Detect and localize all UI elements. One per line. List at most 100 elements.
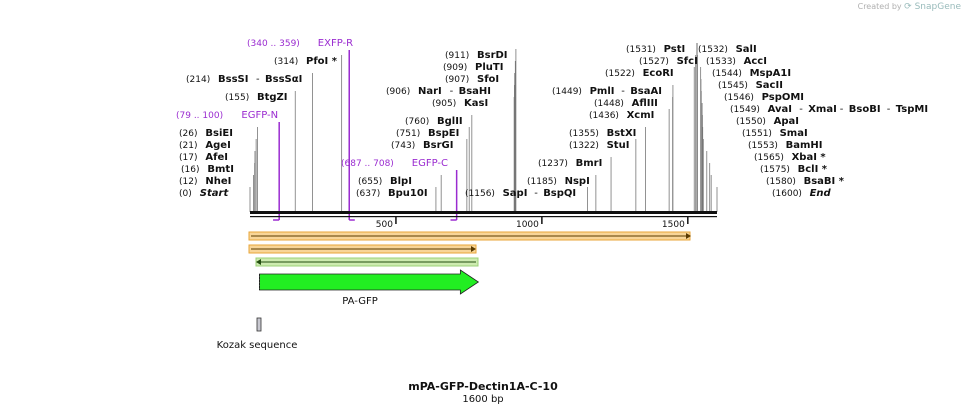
site-position: (21) xyxy=(179,141,197,151)
site-separator: - xyxy=(256,74,260,85)
enzyme-name: PluTI xyxy=(475,62,503,73)
enzyme-name: SacII xyxy=(756,80,783,91)
site-separator: - xyxy=(534,188,538,199)
enzyme-name: BsiEI xyxy=(205,128,233,139)
enzyme-name: XcmI xyxy=(627,110,655,121)
site-position: (1531) xyxy=(626,45,656,55)
site-separator: - xyxy=(840,104,844,115)
site-position: (911) xyxy=(445,51,469,61)
enzyme-name: PfoI * xyxy=(306,56,338,67)
enzyme-name: Bpu10I xyxy=(388,188,428,199)
site-position: (1436) xyxy=(589,111,619,121)
kozak-label: Kozak sequence xyxy=(217,340,298,351)
site-position: (1527) xyxy=(639,57,669,67)
enzyme-name: AflIII xyxy=(632,98,658,109)
enzyme-name: SalI xyxy=(736,44,757,55)
enzyme-name: Start xyxy=(200,188,230,199)
site-position: (1185) xyxy=(527,177,557,187)
enzyme-name: BmrI xyxy=(576,158,603,169)
site-separator: - xyxy=(450,86,454,97)
enzyme-name: XbaI * xyxy=(792,152,827,163)
snapgene-credit: Created by ⟳ SnapGene xyxy=(858,2,961,12)
backbone-strand xyxy=(250,216,717,218)
site-position: (1551) xyxy=(742,129,772,139)
site-position: (655) xyxy=(358,177,382,187)
site-separator: - xyxy=(621,86,625,97)
site-position: (1600) xyxy=(772,189,802,199)
site-position: (906) xyxy=(386,87,410,97)
site-position: (909) xyxy=(443,63,467,73)
primer-position: (79 .. 100) xyxy=(176,111,223,121)
site-position: (1565) xyxy=(754,153,784,163)
site-position: (314) xyxy=(274,57,298,67)
site-separator: - xyxy=(887,104,891,115)
site-position: (1553) xyxy=(748,141,778,151)
enzyme-name: EcoRI xyxy=(643,68,674,79)
tick-label: 1500 xyxy=(662,220,685,230)
site-position: (1580) xyxy=(766,177,796,187)
site-position: (1575) xyxy=(760,165,790,175)
cut-site-labels: (0)Start(12)NheI(16)BmtI(17)AfeI(21)AgeI… xyxy=(179,44,928,199)
enzyme-name: PspOMI xyxy=(762,92,804,103)
primer-name: EGFP-C xyxy=(412,158,448,169)
snapgene-logo-icon: ⟳ xyxy=(904,2,912,12)
site-position: (17) xyxy=(179,153,197,163)
enzyme-name: BglII xyxy=(437,116,463,127)
enzyme-name: PmlI xyxy=(590,86,615,97)
enzyme-name: NheI xyxy=(205,176,231,187)
site-position: (155) xyxy=(225,93,249,103)
primer-name: EXFP-R xyxy=(318,38,353,49)
enzyme-name: SmaI xyxy=(780,128,808,139)
enzyme-name: AccI xyxy=(744,56,767,67)
orf-arrow-head xyxy=(256,259,261,265)
cut-site-lines xyxy=(249,43,718,212)
enzyme-name: BsrDI xyxy=(477,50,508,61)
site-position: (16) xyxy=(181,165,199,175)
site-position: (214) xyxy=(186,75,210,85)
enzyme-name: BsaAI xyxy=(630,86,662,97)
site-position: (1532) xyxy=(698,45,728,55)
site-position: (0) xyxy=(179,189,192,199)
credit-prefix: Created by xyxy=(857,2,902,11)
site-position: (26) xyxy=(179,129,197,139)
site-position: (12) xyxy=(179,177,197,187)
site-position: (1550) xyxy=(736,117,766,127)
site-position: (1522) xyxy=(605,69,635,79)
site-position: (1355) xyxy=(569,129,599,139)
enzyme-name: SapI xyxy=(503,188,528,199)
site-position: (1533) xyxy=(706,57,736,67)
primer-position: (687 .. 708) xyxy=(341,159,394,169)
site-position: (1156) xyxy=(465,189,495,199)
enzyme-name: BamHI xyxy=(786,140,823,151)
kozak-feature-box xyxy=(256,317,262,332)
enzyme-name: BsaHI xyxy=(459,86,491,97)
site-position: (1449) xyxy=(552,87,582,97)
map-title: mPA-GFP-Dectin1A-C-10 xyxy=(408,380,558,393)
enzyme-name: XmaI xyxy=(808,104,837,115)
orf-arrow-head xyxy=(686,233,691,239)
enzyme-name: ApaI xyxy=(774,116,799,127)
enzyme-name: KasI xyxy=(464,98,488,109)
primer-position: (340 .. 359) xyxy=(247,39,300,49)
site-position: (743) xyxy=(391,141,415,151)
enzyme-name: NspI xyxy=(565,176,590,187)
site-position: (1322) xyxy=(569,141,599,151)
enzyme-name: BtgZI xyxy=(257,92,288,103)
site-position: (905) xyxy=(432,99,456,109)
site-position: (637) xyxy=(356,189,380,199)
enzyme-name: BlpI xyxy=(390,176,412,187)
enzyme-name: BspEI xyxy=(428,128,459,139)
orf-arrow-head xyxy=(471,246,476,252)
site-position: (1544) xyxy=(712,69,742,79)
site-position: (760) xyxy=(405,117,429,127)
tick-label: 1000 xyxy=(516,220,539,230)
enzyme-name: BsaBI * xyxy=(804,176,845,187)
enzyme-name: BclI * xyxy=(798,164,828,175)
snapgene-logo: ⟳ SnapGene xyxy=(904,2,961,12)
site-position: (1545) xyxy=(718,81,748,91)
site-position: (1549) xyxy=(730,105,760,115)
enzyme-name: TspMI xyxy=(896,104,928,115)
enzyme-name: BsrGI xyxy=(423,140,453,151)
enzyme-name: AfeI xyxy=(205,152,228,163)
